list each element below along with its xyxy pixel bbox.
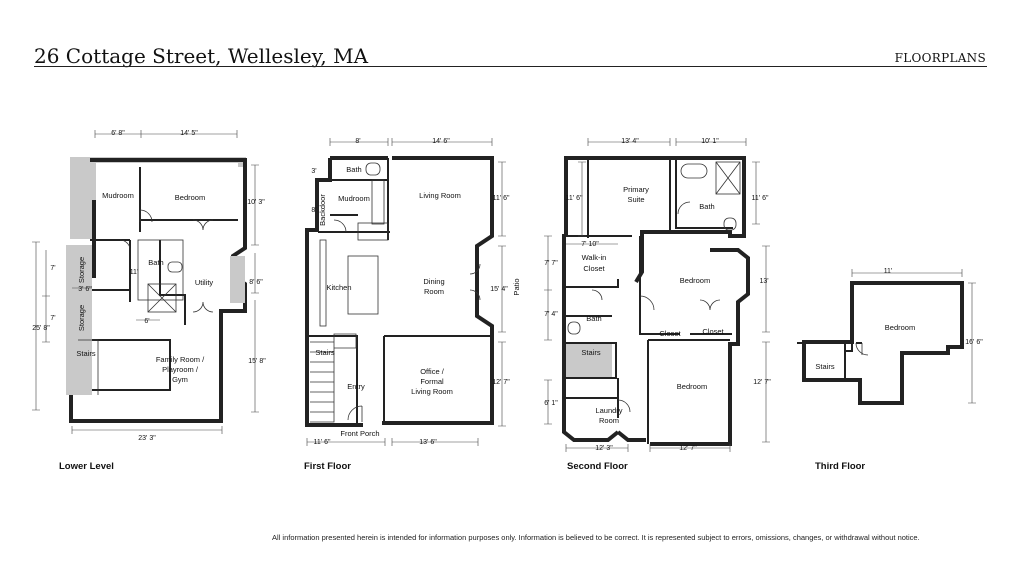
second-room-label: Suite bbox=[627, 195, 644, 204]
first-dim: 12' 7" bbox=[492, 379, 510, 386]
second-room-label: Room bbox=[599, 416, 619, 425]
lower-room-label: Mudroom bbox=[102, 191, 134, 200]
second-room-label: Bath bbox=[699, 202, 714, 211]
second-dim: 12' 7" bbox=[679, 445, 697, 452]
second-dim: 12' 3" bbox=[595, 445, 613, 452]
second-room-label: Bedroom bbox=[677, 382, 707, 391]
lower-dim: 14' 5" bbox=[180, 130, 198, 137]
lower-dim: 7' bbox=[50, 315, 55, 322]
disclaimer-text: All information presented herein is inte… bbox=[272, 533, 920, 542]
lower-room-label: Bath bbox=[148, 258, 163, 267]
third-dim: 11' bbox=[884, 268, 893, 275]
first-room-label: Living Room bbox=[411, 387, 453, 396]
lower-dim: 6' 8" bbox=[111, 130, 125, 137]
first-room-label: Kitchen bbox=[326, 283, 351, 292]
first-room-label: Office / bbox=[420, 367, 445, 376]
second-dim: 7' 7" bbox=[544, 260, 558, 267]
third-floor-plan: Bedroom Stairs 11' 16' 6" bbox=[797, 268, 983, 405]
second-dim: 7' 4" bbox=[544, 311, 558, 318]
lower-room-label: Storage bbox=[77, 305, 86, 331]
first-dim: 14' 6" bbox=[432, 138, 450, 145]
lower-dim: 10' 3" bbox=[247, 199, 265, 206]
second-room-label: Closet bbox=[659, 329, 681, 338]
lower-room-label: Storage bbox=[77, 257, 86, 283]
second-room-label: Stairs bbox=[581, 348, 600, 357]
first-room-label: Entry bbox=[347, 382, 365, 391]
second-room-label: Bath bbox=[586, 314, 601, 323]
third-room-label: Bedroom bbox=[885, 323, 915, 332]
lower-dim: 25' 8" bbox=[32, 325, 50, 332]
lower-dim: 8' 6" bbox=[249, 279, 263, 286]
first-room-label: Room bbox=[424, 287, 444, 296]
first-room-label: Dining bbox=[423, 277, 444, 286]
lower-room-label: Bedroom bbox=[175, 193, 205, 202]
second-dim: 13' 4" bbox=[621, 138, 639, 145]
lower-dim: 23' 3" bbox=[138, 435, 156, 442]
first-room-label: Formal bbox=[420, 377, 444, 386]
lower-dim: 15' 8" bbox=[248, 358, 266, 365]
first-room-label: Living Room bbox=[419, 191, 461, 200]
first-room-label: Backdoor bbox=[318, 194, 327, 226]
lower-dim: 7' bbox=[50, 265, 55, 272]
second-dim: 11' 6" bbox=[752, 195, 769, 202]
third-dim: 16' 6" bbox=[965, 339, 983, 346]
plan-label-lower-level: Lower Level bbox=[59, 461, 114, 472]
first-room-label: Patio bbox=[512, 278, 521, 295]
third-room-label: Stairs bbox=[815, 362, 834, 371]
first-floor-plan: Bath Mudroom Backdoor Living Room Kitche… bbox=[305, 138, 521, 446]
lower-room-label: Stairs bbox=[76, 349, 95, 358]
first-dim: 8' bbox=[355, 138, 360, 145]
plan-label-third-floor: Third Floor bbox=[815, 461, 866, 472]
first-room-label: Stairs bbox=[315, 348, 334, 357]
second-room-label: Closet bbox=[702, 327, 724, 336]
second-dim: 10' 1" bbox=[701, 138, 719, 145]
first-room-label: Mudroom bbox=[338, 194, 370, 203]
second-room-label: Laundry bbox=[595, 406, 622, 415]
lower-room-label: Utility bbox=[195, 278, 214, 287]
second-dim: 7' 10" bbox=[581, 241, 599, 248]
title-underline bbox=[34, 66, 987, 67]
plan-label-first-floor: First Floor bbox=[304, 461, 351, 472]
lower-room-label: Playroom / bbox=[162, 365, 199, 374]
second-room-label: Walk-in bbox=[582, 253, 607, 262]
section-tag: FLOORPLANS bbox=[894, 51, 986, 65]
lower-dim: 3' 6" bbox=[78, 286, 92, 293]
second-dim: 11' 6" bbox=[566, 195, 583, 202]
first-room-label: Bath bbox=[346, 165, 361, 174]
second-floor-plan: Primary Suite Bath Walk-in Closet Bedroo… bbox=[544, 138, 771, 452]
second-room-label: Primary bbox=[623, 185, 649, 194]
lower-room-label: Gym bbox=[172, 375, 188, 384]
second-room-label: Bedroom bbox=[680, 276, 710, 285]
second-room-label: Closet bbox=[583, 264, 605, 273]
lower-room-label: Family Room / bbox=[156, 355, 205, 364]
second-dim: 13' bbox=[759, 278, 768, 285]
lower-dim: 6' bbox=[144, 318, 149, 325]
first-dim: 11' 6" bbox=[493, 195, 510, 202]
second-dim: 6' 1" bbox=[544, 400, 558, 407]
plan-label-second-floor: Second Floor bbox=[567, 461, 628, 472]
first-dim: 15' 4" bbox=[490, 286, 508, 293]
listing-address-title: 26 Cottage Street, Wellesley, MA bbox=[34, 44, 369, 68]
lower-level-plan: Mudroom Bedroom Bath Utility Storage Sto… bbox=[32, 130, 266, 442]
lower-dim: 11' bbox=[130, 269, 139, 276]
first-dim: 13' 6" bbox=[419, 439, 437, 446]
first-dim: 8' bbox=[311, 207, 316, 214]
second-dim: 12' 7" bbox=[753, 379, 771, 386]
first-dim: 11' 6" bbox=[314, 439, 331, 446]
first-room-label: Front Porch bbox=[340, 429, 379, 438]
first-dim: 3' bbox=[311, 168, 316, 175]
